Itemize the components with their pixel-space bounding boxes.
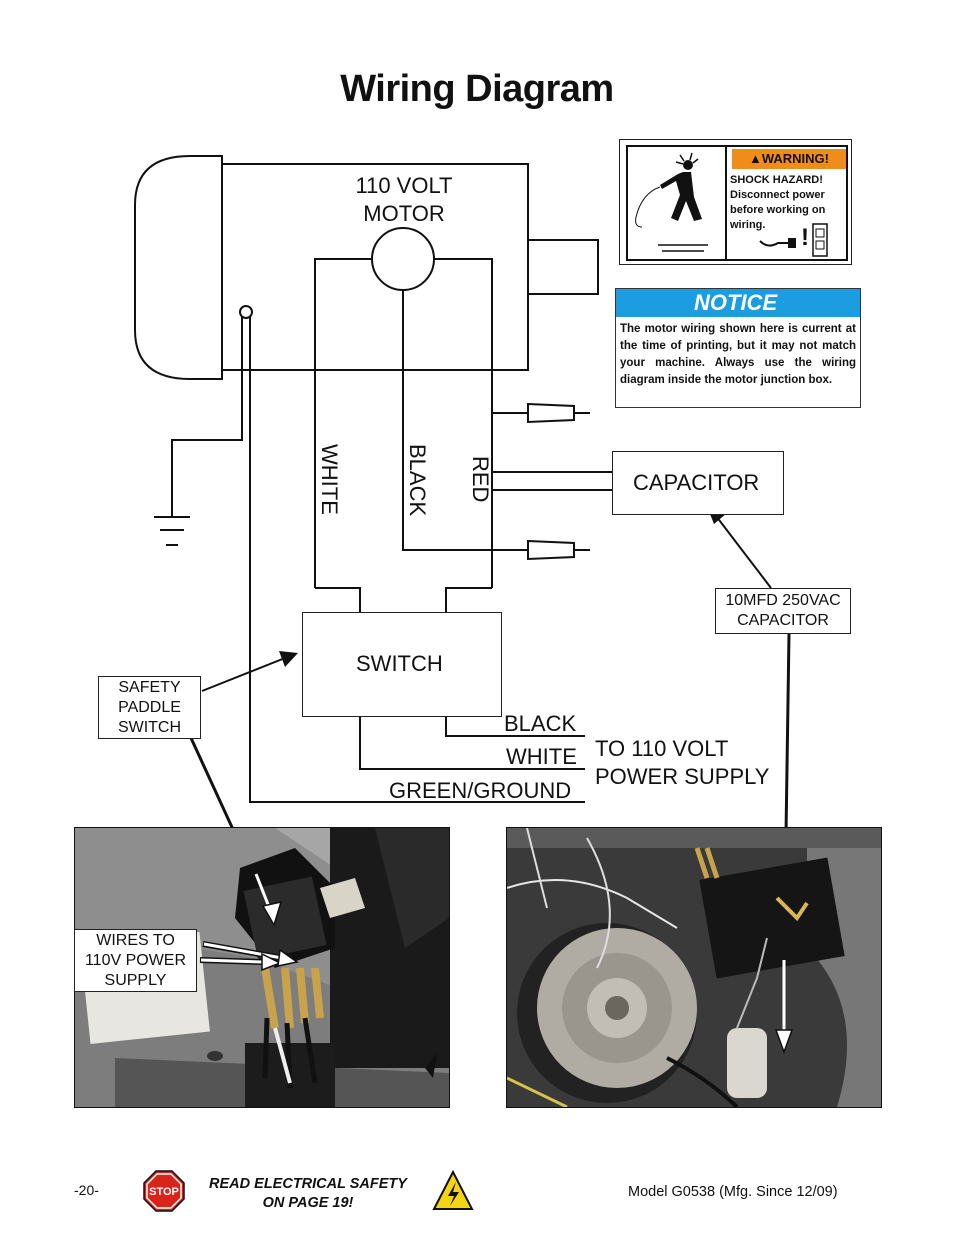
wire-label-white: WHITE (317, 444, 342, 515)
switch-box: SWITCH (302, 612, 502, 717)
supply-black-label: BLACK (504, 711, 577, 736)
photo-callout-line1: WIRES TO (96, 932, 175, 949)
supply-label-line1: TO 110 VOLT (595, 736, 729, 761)
wire-switch-white (359, 715, 585, 770)
motor-housing (134, 155, 223, 380)
svg-text:!: ! (801, 224, 809, 251)
switch-callout-line2: PADDLE (118, 699, 181, 716)
ground-symbol (154, 516, 190, 546)
wire-black (402, 290, 528, 551)
footer-warning-line1: READ ELECTRICAL SAFETY (209, 1176, 407, 1192)
model-info: Model G0538 (Mfg. Since 12/09) (628, 1184, 838, 1200)
motor-label-line1: 110 VOLT (355, 173, 453, 198)
plug-outlet-icon: ! (759, 223, 828, 257)
warning-triangle-icon: ▲ (748, 151, 762, 166)
wire-nut-top (527, 402, 575, 424)
capacitor-label: CAPACITOR (633, 470, 760, 495)
electric-hazard-icon (432, 1170, 474, 1210)
supply-ground-label: GREEN/GROUND (389, 778, 572, 803)
photo-callout: WIRES TO 110V POWER SUPPLY (74, 929, 197, 992)
wire-label-black: BLACK (405, 444, 430, 517)
switch-arrow-line (201, 655, 291, 692)
wire-white-to-switch (315, 587, 361, 612)
supply-white-label: WHITE (506, 744, 577, 769)
wire-red-to-switch (445, 587, 492, 612)
wire-switch-black (445, 715, 585, 737)
page-number: -20- (74, 1182, 99, 1198)
capacitor-box: CAPACITOR (612, 451, 784, 515)
wire-nut-bottom (527, 539, 575, 561)
capacitor-callout-line2: CAPACITOR (737, 612, 829, 629)
shock-figure-icon (635, 152, 708, 252)
notice-text: The motor wiring shown here is current a… (620, 323, 856, 386)
switch-callout-line3: SWITCH (117, 719, 182, 736)
capacitor-callout: 10MFD 250VAC CAPACITOR (715, 588, 851, 634)
svg-text:STOP: STOP (149, 1186, 179, 1198)
warning-text: SHOCK HAZARD! Disconnect power before wo… (730, 174, 826, 231)
switch-callout: SAFETY PADDLE SWITCH (98, 676, 201, 739)
photo-callout-line2: 110V POWER (84, 952, 187, 969)
motor-photo (506, 827, 882, 1108)
footer-warning: READ ELECTRICAL SAFETY ON PAGE 19! (190, 1175, 426, 1213)
photo-callout-line3: SUPPLY (104, 972, 167, 989)
warning-header: ▲WARNING! (732, 149, 846, 169)
switch-label: SWITCH (356, 651, 443, 676)
supply-label-line2: POWER SUPPLY (595, 764, 770, 789)
wire-label-red: RED (468, 456, 493, 503)
motor-shaft (527, 239, 599, 295)
warning-label-frame: ▲WARNING! SHOCK HAZARD! Disconnect power… (626, 145, 848, 261)
capacitor-callout-line1: 10MFD 250VAC (725, 592, 841, 609)
wire-red (434, 258, 528, 414)
wire-ground (249, 312, 585, 803)
wire-ground-motor (171, 312, 243, 517)
ground-terminal (239, 305, 253, 319)
switch-callout-line1: SAFETY (118, 679, 181, 696)
notice-header: NOTICE (616, 289, 860, 317)
stop-sign-icon: STOP (143, 1170, 185, 1212)
motor-label: 110 VOLT MOTOR (344, 173, 464, 227)
switch-arrowhead (279, 651, 298, 667)
notice-box: NOTICE The motor wiring shown here is cu… (615, 288, 861, 408)
supply-label: TO 110 VOLT POWER SUPPLY (595, 736, 769, 790)
motor-label-line2: MOTOR (363, 201, 445, 226)
footer-warning-line2: ON PAGE 19! (262, 1195, 354, 1211)
cap-arrow-line (712, 511, 772, 589)
wire-white (314, 258, 372, 588)
warning-label: ▲WARNING! SHOCK HAZARD! Disconnect power… (619, 139, 852, 265)
page-title: Wiring Diagram (340, 68, 614, 110)
